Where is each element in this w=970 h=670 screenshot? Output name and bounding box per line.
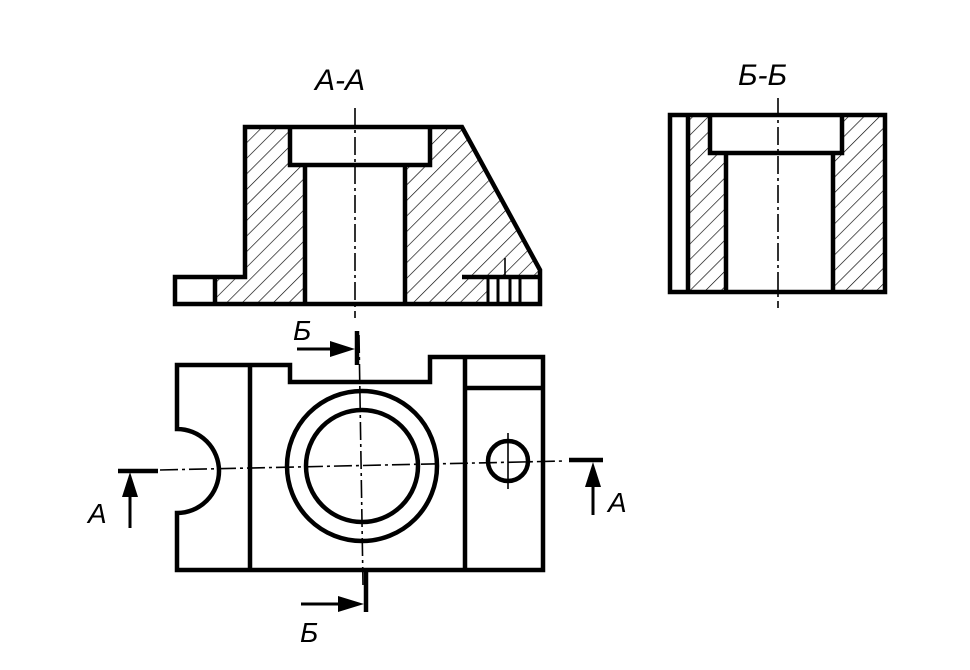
cut-b-bottom-label: Б — [300, 617, 318, 648]
cut-b-bottom-arrowhead — [338, 596, 364, 612]
cutting-plane-b: Б Б — [293, 315, 369, 648]
section-a-a-counterbore — [287, 127, 433, 168]
plan-view-vertical-centerline — [358, 334, 364, 586]
section-a-a-small-hole — [486, 258, 522, 304]
cut-a-left-label: А — [86, 498, 107, 529]
section-a-a-title: А-А — [313, 64, 365, 97]
cut-b-top-label: Б — [293, 315, 311, 346]
section-b-b-title: Б-Б — [738, 59, 787, 92]
cut-b-top-arrowhead — [330, 341, 355, 357]
plan-view — [159, 334, 566, 586]
section-b-b-hatching — [688, 115, 885, 292]
plan-view-outline — [174, 354, 546, 573]
cut-a-left-arrowhead — [122, 472, 138, 497]
plan-view-horizontal-centerline — [159, 460, 566, 471]
cut-a-right-label: А — [606, 487, 627, 518]
section-b-b: Б-Б — [667, 59, 888, 308]
cutting-plane-a: А А — [86, 457, 627, 529]
cut-a-right-arrowhead — [585, 462, 601, 487]
section-b-b-counterbore — [707, 115, 845, 156]
section-a-a: А-А — [172, 64, 543, 318]
section-a-a-outline — [172, 124, 543, 307]
